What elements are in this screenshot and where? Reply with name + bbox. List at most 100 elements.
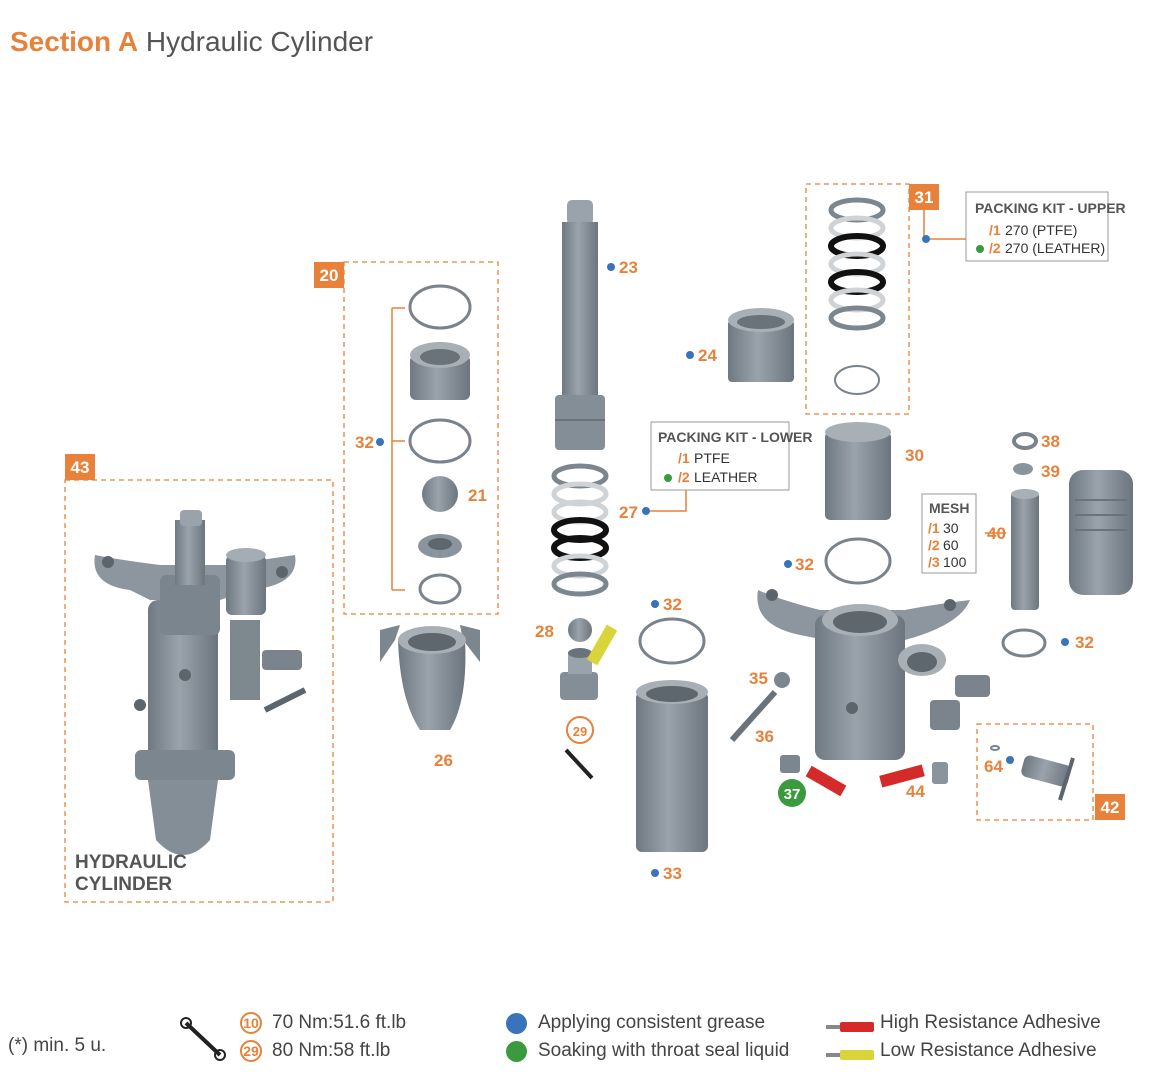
label-37: 37 <box>784 786 801 803</box>
throat-dot-icon <box>506 1040 527 1062</box>
svg-text:/2: /2 <box>928 537 940 553</box>
ball-28 <box>568 618 592 642</box>
label-21: 21 <box>468 486 487 505</box>
svg-text:LEATHER: LEATHER <box>694 469 758 485</box>
svg-text:PACKING KIT - UPPER: PACKING KIT - UPPER <box>975 200 1126 216</box>
wrench-icon <box>564 748 594 780</box>
packing-stack-27 <box>551 463 609 597</box>
legend-torque-row-1: 10 70 Nm:51.6 ft.lb <box>240 1009 406 1037</box>
svg-text:/2: /2 <box>678 469 690 485</box>
part-26 <box>380 625 480 730</box>
svg-text:20: 20 <box>320 266 339 285</box>
ball-21 <box>422 476 458 512</box>
svg-text:/1: /1 <box>678 450 690 466</box>
hydraulic-cylinder-assembly <box>94 510 307 855</box>
grease-dot-icon <box>506 1012 527 1034</box>
filter-housing <box>1069 470 1133 595</box>
label-30: 30 <box>905 446 924 465</box>
svg-text:42: 42 <box>1101 798 1120 817</box>
label-44: 44 <box>906 782 925 801</box>
svg-text:/2: /2 <box>989 240 1001 256</box>
ring-20 <box>418 534 462 558</box>
footnote: (*) min. 5 u. <box>8 1035 107 1056</box>
label-27: 27 <box>619 503 638 522</box>
oring-20-bottom <box>418 573 462 605</box>
ring-38 <box>1012 432 1038 450</box>
valve-seat-part <box>410 342 470 400</box>
label-35: 35 <box>749 669 768 688</box>
section-name: Hydraulic Cylinder <box>145 26 374 57</box>
legend-grease: Applying consistent grease <box>506 1009 789 1037</box>
pump-housing <box>757 589 990 760</box>
svg-text:270 (PTFE): 270 (PTFE) <box>1005 222 1077 238</box>
pin-36 <box>729 689 778 743</box>
label-29: 29 <box>573 724 587 739</box>
label-32-group20: 32 <box>355 433 374 452</box>
oring-20-mid <box>408 418 472 464</box>
packing-kit-lower-box: PACKING KIT - LOWER /1 PTFE /2 LEATHER <box>650 421 813 491</box>
legend-torque: 10 70 Nm:51.6 ft.lb 29 80 Nm:58 ft.lb <box>240 1009 406 1065</box>
svg-text:PACKING KIT - LOWER: PACKING KIT - LOWER <box>658 429 813 445</box>
packing-kit-upper-box: PACKING KIT - UPPER /1 270 (PTFE) /2 270… <box>965 191 1126 262</box>
label-32-housing: 32 <box>795 555 814 574</box>
hydraulic-label-line2: CYLINDER <box>75 874 172 895</box>
oring-32-housing <box>824 537 892 585</box>
label-24: 24 <box>698 346 717 365</box>
yellow-tube-icon <box>826 1045 874 1060</box>
page-title: Section A Hydraulic Cylinder <box>10 26 373 58</box>
label-33: 33 <box>663 864 682 883</box>
legend-dots: Applying consistent grease Soaking with … <box>506 1009 789 1065</box>
legend-wrench-icon <box>180 1017 226 1061</box>
label-39: 39 <box>1041 462 1060 481</box>
valve-42 <box>1021 755 1075 801</box>
low-adhesive-text: Low Resistance Adhesive <box>880 1040 1097 1061</box>
torque-badge-icon: 29 <box>240 1040 262 1062</box>
section-label: Section A <box>10 26 139 57</box>
legend-low-adhesive: Low Resistance Adhesive <box>826 1037 1101 1065</box>
label-32-center: 32 <box>663 595 682 614</box>
label-36: 36 <box>755 727 774 746</box>
fitting-37 <box>780 755 800 773</box>
tag-20: 20 <box>314 262 344 288</box>
hydraulic-label-line1: HYDRAULIC <box>75 852 187 873</box>
label-26: 26 <box>434 751 453 770</box>
group-box-43 <box>64 479 334 903</box>
torque-badge-29 <box>566 716 594 744</box>
label-64: 64 <box>984 757 1003 776</box>
oring-64 <box>990 745 1000 751</box>
high-adhesive-tube-44 <box>879 764 925 788</box>
label-28: 28 <box>535 622 554 641</box>
label-40: 40 <box>987 524 1006 543</box>
oring-20-top <box>408 284 472 330</box>
svg-text:100: 100 <box>943 554 967 570</box>
piston-rod-23 <box>555 200 605 450</box>
nut-35 <box>774 672 790 688</box>
torque-badge-icon: 10 <box>240 1012 262 1034</box>
tag-31: 31 <box>909 184 939 210</box>
svg-text:/1: /1 <box>989 222 1001 238</box>
svg-text:43: 43 <box>71 458 90 477</box>
label-32-right: 32 <box>1075 633 1094 652</box>
throat-text: Soaking with throat seal liquid <box>538 1040 790 1061</box>
throat-seal-badge-37 <box>778 779 806 807</box>
filter-40 <box>1011 489 1039 610</box>
high-adhesive-text: High Resistance Adhesive <box>880 1012 1101 1033</box>
label-23: 23 <box>619 258 638 277</box>
torque-text: 80 Nm:58 ft.lb <box>272 1040 391 1061</box>
svg-text:/3: /3 <box>928 554 940 570</box>
group-box-42 <box>976 723 1094 821</box>
svg-text:PTFE: PTFE <box>694 450 730 466</box>
valve-29 <box>560 648 598 700</box>
svg-text:/1: /1 <box>928 520 940 536</box>
svg-text:60: 60 <box>943 537 959 553</box>
svg-text:31: 31 <box>915 188 934 207</box>
tag-42: 42 <box>1095 794 1125 820</box>
tag-43: 43 <box>65 454 95 480</box>
high-adhesive-tube-37 <box>805 765 847 797</box>
svg-text:30: 30 <box>943 520 959 536</box>
legend-throat: Soaking with throat seal liquid <box>506 1037 789 1065</box>
packing-stack-31 <box>828 197 886 395</box>
mesh-box: MESH /1 30 /2 60 /3 100 <box>921 493 977 574</box>
group-box-20 <box>343 261 499 615</box>
